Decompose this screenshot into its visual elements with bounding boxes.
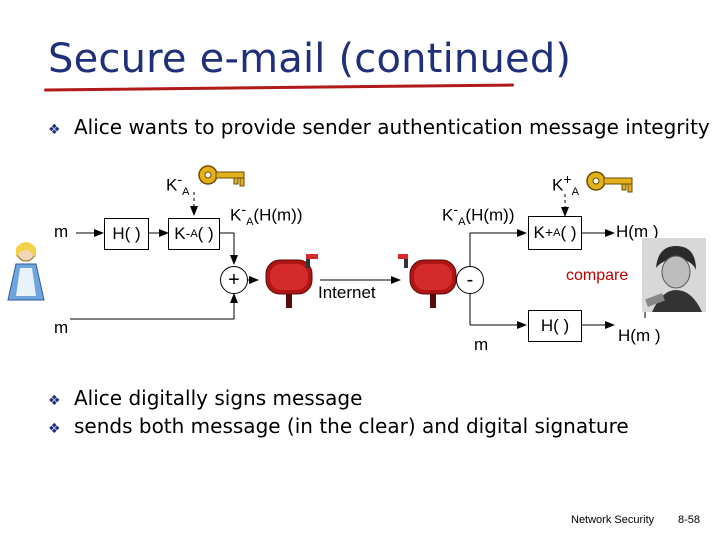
verify-box: K+A( ) [528, 216, 582, 250]
diamond-bullet-icon: ❖ [48, 122, 61, 138]
bullet-top: ❖ Alice wants to provide sender authentic… [48, 115, 710, 139]
hash-result-bottom: H(m ) [618, 326, 661, 345]
internet-label: Internet [318, 283, 376, 302]
message-m-bottom-right: m [474, 335, 489, 354]
public-key-label: K+A [552, 172, 579, 199]
bullet-bottom-2-text: sends both message (in the clear) and di… [74, 414, 629, 438]
bullet-top-text: Alice wants to provide sender authentica… [74, 115, 710, 139]
hash-box-right: H( ) [528, 310, 582, 342]
public-key-icon [586, 171, 633, 193]
footer-course: Network Security [571, 514, 655, 526]
bullet-bottom-1: ❖ Alice digitally signs message [48, 386, 362, 410]
bob-photo-icon [642, 238, 706, 312]
compare-label: compare [566, 267, 629, 284]
alice-icon [7, 242, 45, 301]
message-m-left: m [54, 222, 69, 241]
sign-box: K-A( ) [168, 218, 220, 250]
private-key-label: K-A [166, 172, 190, 199]
diamond-bullet-icon: ❖ [48, 393, 61, 409]
hash-result-top: H(m ) [616, 222, 659, 241]
mailbox-left-icon [265, 254, 318, 308]
signed-hash-left: K-A(H(m)) [230, 202, 303, 229]
diamond-bullet-icon: ❖ [48, 421, 61, 437]
signed-hash-right: K-A(H(m)) [442, 202, 515, 229]
bullet-bottom-1-text: Alice digitally signs message [74, 386, 363, 410]
footer-page: 8-58 [678, 514, 701, 526]
slide-title: Secure e-mail (continued) [48, 36, 572, 82]
message-m-bottom-left: m [54, 318, 69, 337]
hash-box-left: H( ) [104, 218, 149, 250]
private-key-icon [198, 165, 245, 187]
minus-splitter: - [456, 266, 484, 294]
plus-combiner: + [220, 266, 248, 294]
bullet-bottom-2: ❖ sends both message (in the clear) and d… [48, 414, 629, 438]
